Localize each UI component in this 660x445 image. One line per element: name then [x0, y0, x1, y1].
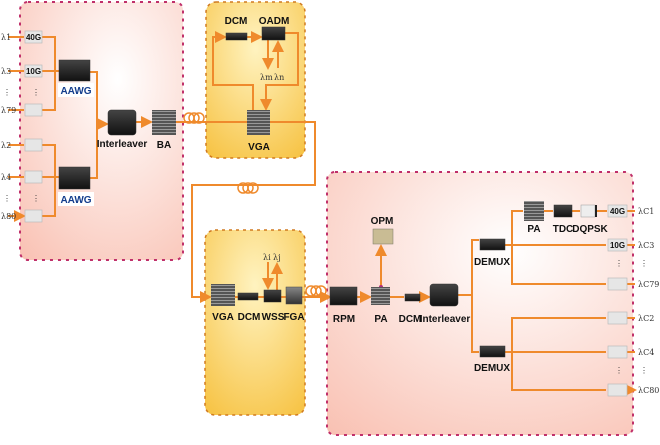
ellipsis: ⋮ — [640, 259, 648, 268]
output-wavelengths: λC1 λC3 ⋮ λC79 λC2 λC4 ⋮ λC80 — [638, 207, 659, 395]
fga-device — [285, 286, 303, 305]
input-wl-label: λ2 — [1, 141, 11, 150]
demux-label: DEMUX — [474, 363, 510, 374]
aawg-label: AAWG — [60, 86, 91, 97]
dqpsk-connector — [595, 205, 597, 217]
ellipsis: ⋮ — [3, 88, 11, 97]
interleaver-label: Interleaver — [420, 314, 471, 325]
wss-device — [263, 289, 282, 303]
label-bg — [58, 83, 94, 97]
output-wl-label: λC4 — [638, 348, 654, 357]
drop-wl-label: λi — [263, 253, 271, 262]
receiver-10g — [607, 238, 628, 252]
dqpsk-device — [580, 204, 596, 218]
aawg-device — [58, 59, 91, 82]
receiver — [607, 277, 628, 291]
transmitter-modules: 40G 10G ⋮ ⋮ — [24, 30, 43, 223]
ellipsis: ⋮ — [3, 194, 11, 203]
fiber-coil-icon — [183, 112, 205, 124]
label-bg — [58, 192, 94, 206]
transmitter — [24, 103, 43, 117]
receiver-40g — [607, 204, 628, 218]
demux-label: DEMUX — [474, 257, 510, 268]
oadm-label: OADM — [259, 16, 290, 27]
interleaver-label: Interleaver — [97, 139, 148, 150]
booster-amplifier-device — [152, 110, 176, 135]
rate-label: 10G — [610, 241, 625, 250]
ellipsis: ⋮ — [615, 366, 623, 375]
dcm-device — [225, 32, 248, 41]
pa-label: PA — [374, 314, 387, 325]
receiver — [607, 345, 628, 359]
output-wl-label: λC3 — [638, 241, 654, 250]
ellipsis: ⋮ — [615, 259, 623, 268]
input-wl-label: λ1 — [1, 33, 11, 42]
receiver-modules: 40G 10G ⋮ ⋮ — [607, 204, 628, 397]
pa-label: PA — [527, 224, 540, 235]
pa-device — [371, 287, 390, 305]
ellipsis: ⋮ — [640, 366, 648, 375]
input-wl-label: λ80 — [1, 212, 16, 221]
oadm-device — [261, 26, 286, 41]
rate-label: 40G — [26, 33, 41, 42]
vga-device — [211, 284, 235, 306]
receiver — [607, 383, 628, 397]
dcm-label: DCM — [238, 312, 261, 323]
add-wl-label: λj — [273, 253, 281, 262]
output-wl-label: λC79 — [638, 280, 659, 289]
output-wl-label: λC1 — [638, 207, 654, 216]
tdc-label: TDC — [553, 224, 574, 235]
pa-device — [524, 201, 544, 221]
vga-label: VGA — [212, 312, 234, 323]
add-wl-label: λn — [274, 73, 284, 82]
wss-label: WSS — [262, 312, 285, 323]
vga-label: VGA — [248, 142, 270, 153]
rate-label: 10G — [26, 67, 41, 76]
vga-device — [247, 110, 270, 135]
transmitter-10g — [24, 64, 43, 78]
rpm-label: RPM — [333, 314, 355, 325]
tdc-device — [553, 204, 573, 218]
fiber-coil-icon — [305, 285, 327, 297]
output-wl-label: λC80 — [638, 386, 659, 395]
opm-device — [372, 228, 394, 245]
input-wl-label: λ3 — [1, 67, 11, 76]
transmitter-fibers — [8, 36, 316, 303]
transmitter — [24, 170, 43, 184]
drop-wl-label: λm — [260, 73, 273, 82]
rate-label: 40G — [610, 207, 625, 216]
ellipsis: ⋮ — [32, 88, 40, 97]
oadm-fibers — [212, 31, 299, 111]
dcm-device — [237, 292, 259, 301]
input-wl-label: λ4 — [1, 173, 11, 182]
receiver-panel — [326, 171, 634, 436]
fga-label: FGA — [283, 312, 304, 323]
demux-device — [479, 238, 506, 251]
demux-device — [479, 345, 506, 358]
interleaver-device — [107, 109, 137, 136]
aawg-device — [58, 166, 91, 190]
output-wl-label: λC2 — [638, 314, 654, 323]
transmitter — [24, 209, 43, 223]
interleaver-device — [429, 283, 459, 307]
dcm-device — [404, 293, 421, 302]
fiber-coil-icon — [237, 182, 259, 194]
transmitter — [24, 138, 43, 152]
aawg-label: AAWG — [60, 195, 91, 206]
dqpsk-label: DQPSK — [572, 224, 608, 235]
transmitter-40g — [24, 30, 43, 44]
opm-label: OPM — [371, 216, 394, 227]
dcm-label: DCM — [399, 314, 422, 325]
receiver — [607, 311, 628, 325]
roadm-node-panel — [204, 229, 306, 416]
dcm-label: DCM — [225, 16, 248, 27]
ellipsis: ⋮ — [32, 194, 40, 203]
rpm-device — [329, 286, 358, 306]
receiver-fibers — [357, 210, 635, 390]
input-wavelengths: λ1 λ3 ⋮ λ79 λ2 λ4 ⋮ λ80 — [1, 33, 16, 221]
ba-label: BA — [157, 140, 171, 151]
input-wl-label: λ79 — [1, 106, 16, 115]
